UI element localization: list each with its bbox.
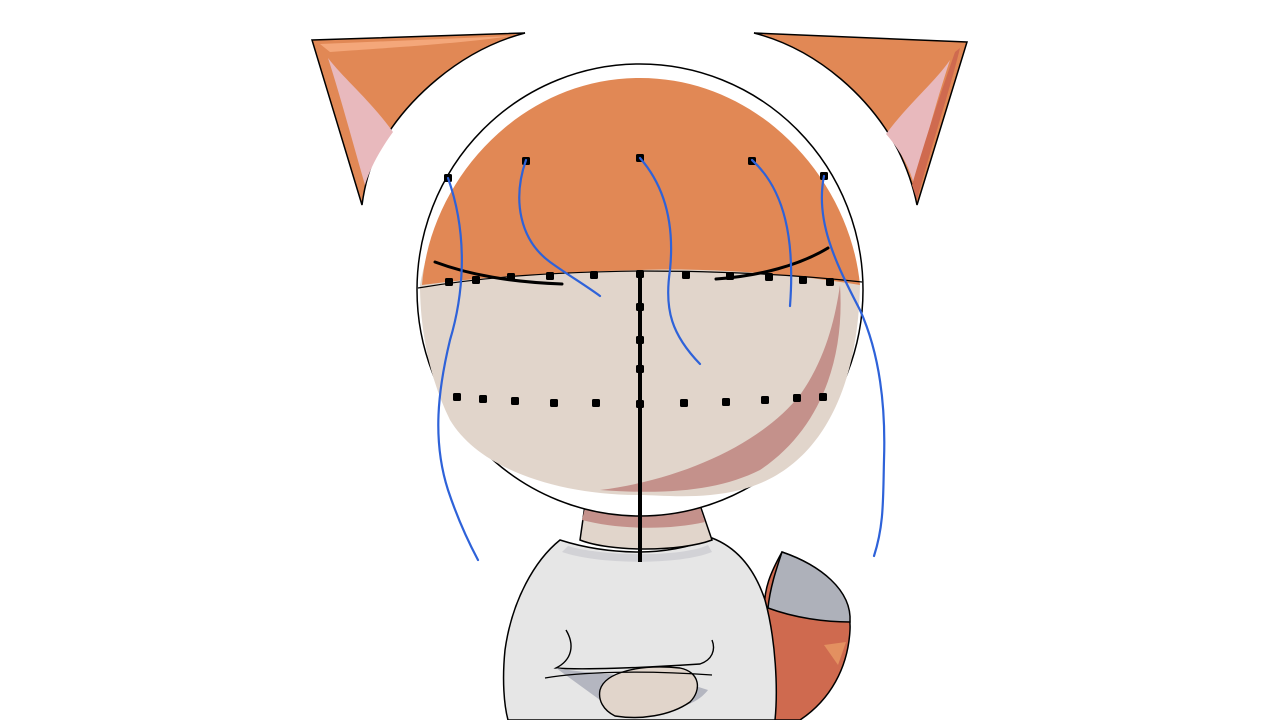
mouth-line-dots <box>453 393 827 408</box>
mouth-line-dot <box>793 394 801 402</box>
rig-strand-1 <box>437 176 480 562</box>
left-ear <box>310 32 526 206</box>
arm-fold-line <box>544 671 713 679</box>
right-ear <box>753 32 969 206</box>
mouth-line-dot <box>819 393 827 401</box>
mouth-line-dot <box>680 399 688 407</box>
mouth-line-dot <box>761 396 769 404</box>
mouth-line-dot <box>550 399 558 407</box>
eye-line-dot <box>445 278 453 286</box>
shirt-collar-shadow <box>562 545 712 562</box>
eye-line-dot <box>799 276 807 284</box>
guide-lines <box>444 154 834 562</box>
eye-line-dot <box>826 278 834 286</box>
left-ear-highlight <box>320 36 512 52</box>
tail-highlight <box>824 642 846 665</box>
eye-line-dot <box>590 271 598 279</box>
hand <box>598 666 699 719</box>
right-ear-shadow <box>912 48 960 200</box>
center-line-dots <box>636 303 644 373</box>
rig-strand-4 <box>750 158 793 308</box>
eye-line-dot <box>507 273 515 281</box>
arm-sleeve-left <box>553 629 715 670</box>
center-line-dot <box>636 365 644 373</box>
mouth-line-dot <box>636 400 644 408</box>
center-line-dot <box>636 336 644 344</box>
center-line-dot <box>636 303 644 311</box>
left-eye <box>433 260 564 286</box>
mouth-line-dot <box>592 399 600 407</box>
crossed-arms <box>544 629 715 719</box>
mouth-line-dot <box>453 393 461 401</box>
eye-line-dot <box>546 272 554 280</box>
eye-line-dot <box>765 273 773 281</box>
eye-line-dot <box>636 270 644 278</box>
eye-line-dot <box>472 276 480 284</box>
eye-line-dot <box>682 271 690 279</box>
mouth-line-dot <box>479 395 487 403</box>
rig-strands <box>437 156 886 562</box>
rig-strand-2 <box>518 158 602 298</box>
right-ear-inner <box>886 60 950 185</box>
mouth-line-dot <box>511 397 519 405</box>
tail-tip <box>767 551 851 623</box>
rig-strand-3 <box>638 156 702 366</box>
mouth-line-dot <box>722 398 730 406</box>
left-ear-inner <box>328 58 393 185</box>
face-shadow <box>600 285 841 492</box>
tail <box>759 551 851 720</box>
eye-line-dot <box>726 272 734 280</box>
rig-strand-5 <box>820 174 886 558</box>
hair-bangs <box>422 78 860 285</box>
eye-line-dots <box>445 270 834 286</box>
